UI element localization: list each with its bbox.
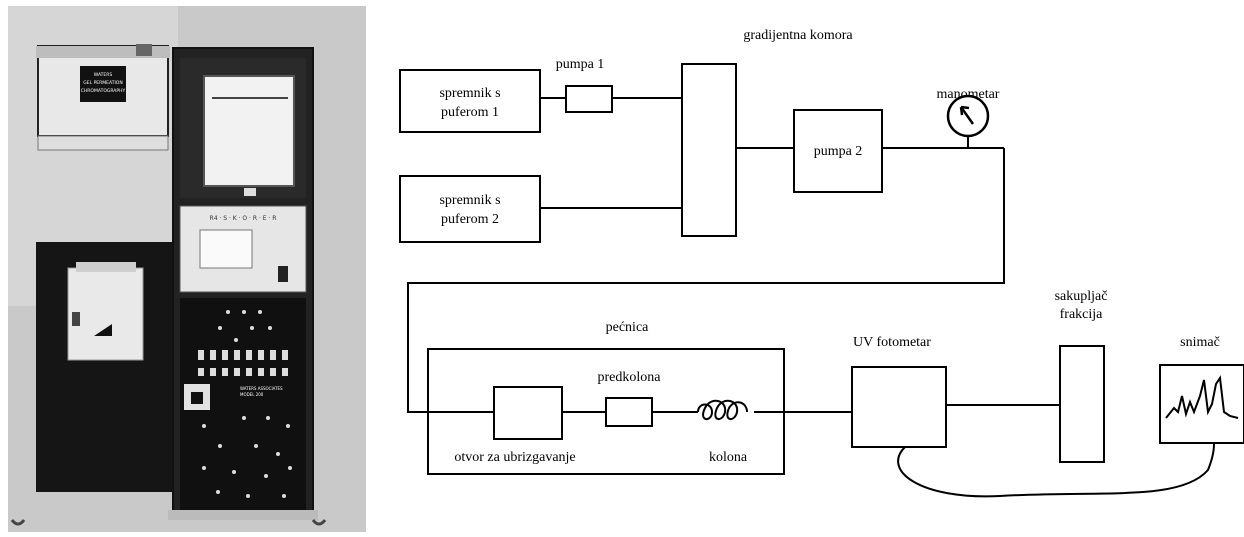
uv-photometer-label: UV fotometar	[853, 335, 931, 350]
fraction-collector-label-line-1: sakupljač	[1055, 289, 1108, 304]
left-foot-mark	[10, 519, 26, 526]
pressure-gauge-needle	[959, 105, 975, 125]
inner-panel-top-bar	[76, 262, 136, 272]
pump-2-label: pumpa 2	[814, 144, 863, 159]
recorder-window	[203, 75, 295, 187]
module-label-plate	[80, 66, 126, 102]
upper-left-module-bottom	[37, 135, 169, 151]
oven	[427, 348, 785, 475]
meter-label-strip: R4 · S · K · O · R · E · R	[210, 215, 277, 222]
flow-lines	[407, 97, 1215, 498]
pump-2	[793, 109, 883, 193]
control-knob-grid	[198, 310, 292, 498]
buffer-reservoir-2-label-line-2: puferom 2	[441, 212, 499, 227]
meter-window	[199, 229, 253, 269]
inner-panel-mark	[94, 324, 112, 336]
oven-label: pećnica	[606, 320, 650, 335]
chromatogram-trace-icon	[1165, 375, 1239, 419]
recorder	[1159, 364, 1244, 444]
recorder-label: snimač	[1180, 335, 1220, 350]
gradient-chamber-label: gradijentna komora	[743, 28, 853, 43]
precolumn	[605, 397, 653, 427]
column-label: kolona	[709, 450, 748, 465]
buffer-reservoir-1	[399, 69, 541, 133]
inner-panel-clip	[72, 312, 80, 326]
buffer-reservoir-1-label-line-1: spremnik s	[439, 86, 500, 101]
instrument-photo: WATERS GEL PERMEATION CHROMATOGRAPHY R4 …	[8, 6, 366, 532]
recorder-knob	[244, 188, 256, 196]
pump-1	[565, 85, 613, 113]
right-foot-mark	[311, 519, 327, 526]
rack-base	[168, 510, 318, 520]
control-badge-inner	[191, 392, 203, 404]
buffer-reservoir-1-label-line-2: puferom 1	[441, 105, 499, 120]
top-handle	[136, 44, 152, 56]
waters-badge-line-2: MODEL 200	[240, 392, 264, 397]
injection-port-label: otvor za ubrizgavanje	[454, 450, 575, 465]
module-label-line-2: GEL PERMEATION	[83, 80, 122, 86]
buffer-reservoir-2	[399, 175, 541, 243]
column-coil-icon	[697, 399, 748, 420]
hplc-schematic: spremnik s puferom 1 spremnik s puferom …	[399, 28, 1244, 498]
gradient-chamber	[681, 63, 737, 237]
module-label-line-1: WATERS	[94, 72, 113, 78]
precolumn-label: predkolona	[598, 370, 662, 385]
pump-1-label: pumpa 1	[556, 57, 605, 72]
fraction-collector	[1059, 345, 1105, 463]
fraction-collector-label-line-2: frakcija	[1060, 307, 1104, 322]
waters-badge-line-1: WATERS ASSOCIATES	[240, 386, 283, 391]
buffer-reservoir-2-label-line-1: spremnik s	[439, 193, 500, 208]
meter-switch	[278, 266, 288, 282]
injection-port	[493, 386, 563, 440]
pressure-gauge-label: manometar	[937, 87, 1000, 102]
module-label-line-3: CHROMATOGRAPHY	[81, 88, 126, 94]
uv-photometer	[851, 366, 947, 448]
